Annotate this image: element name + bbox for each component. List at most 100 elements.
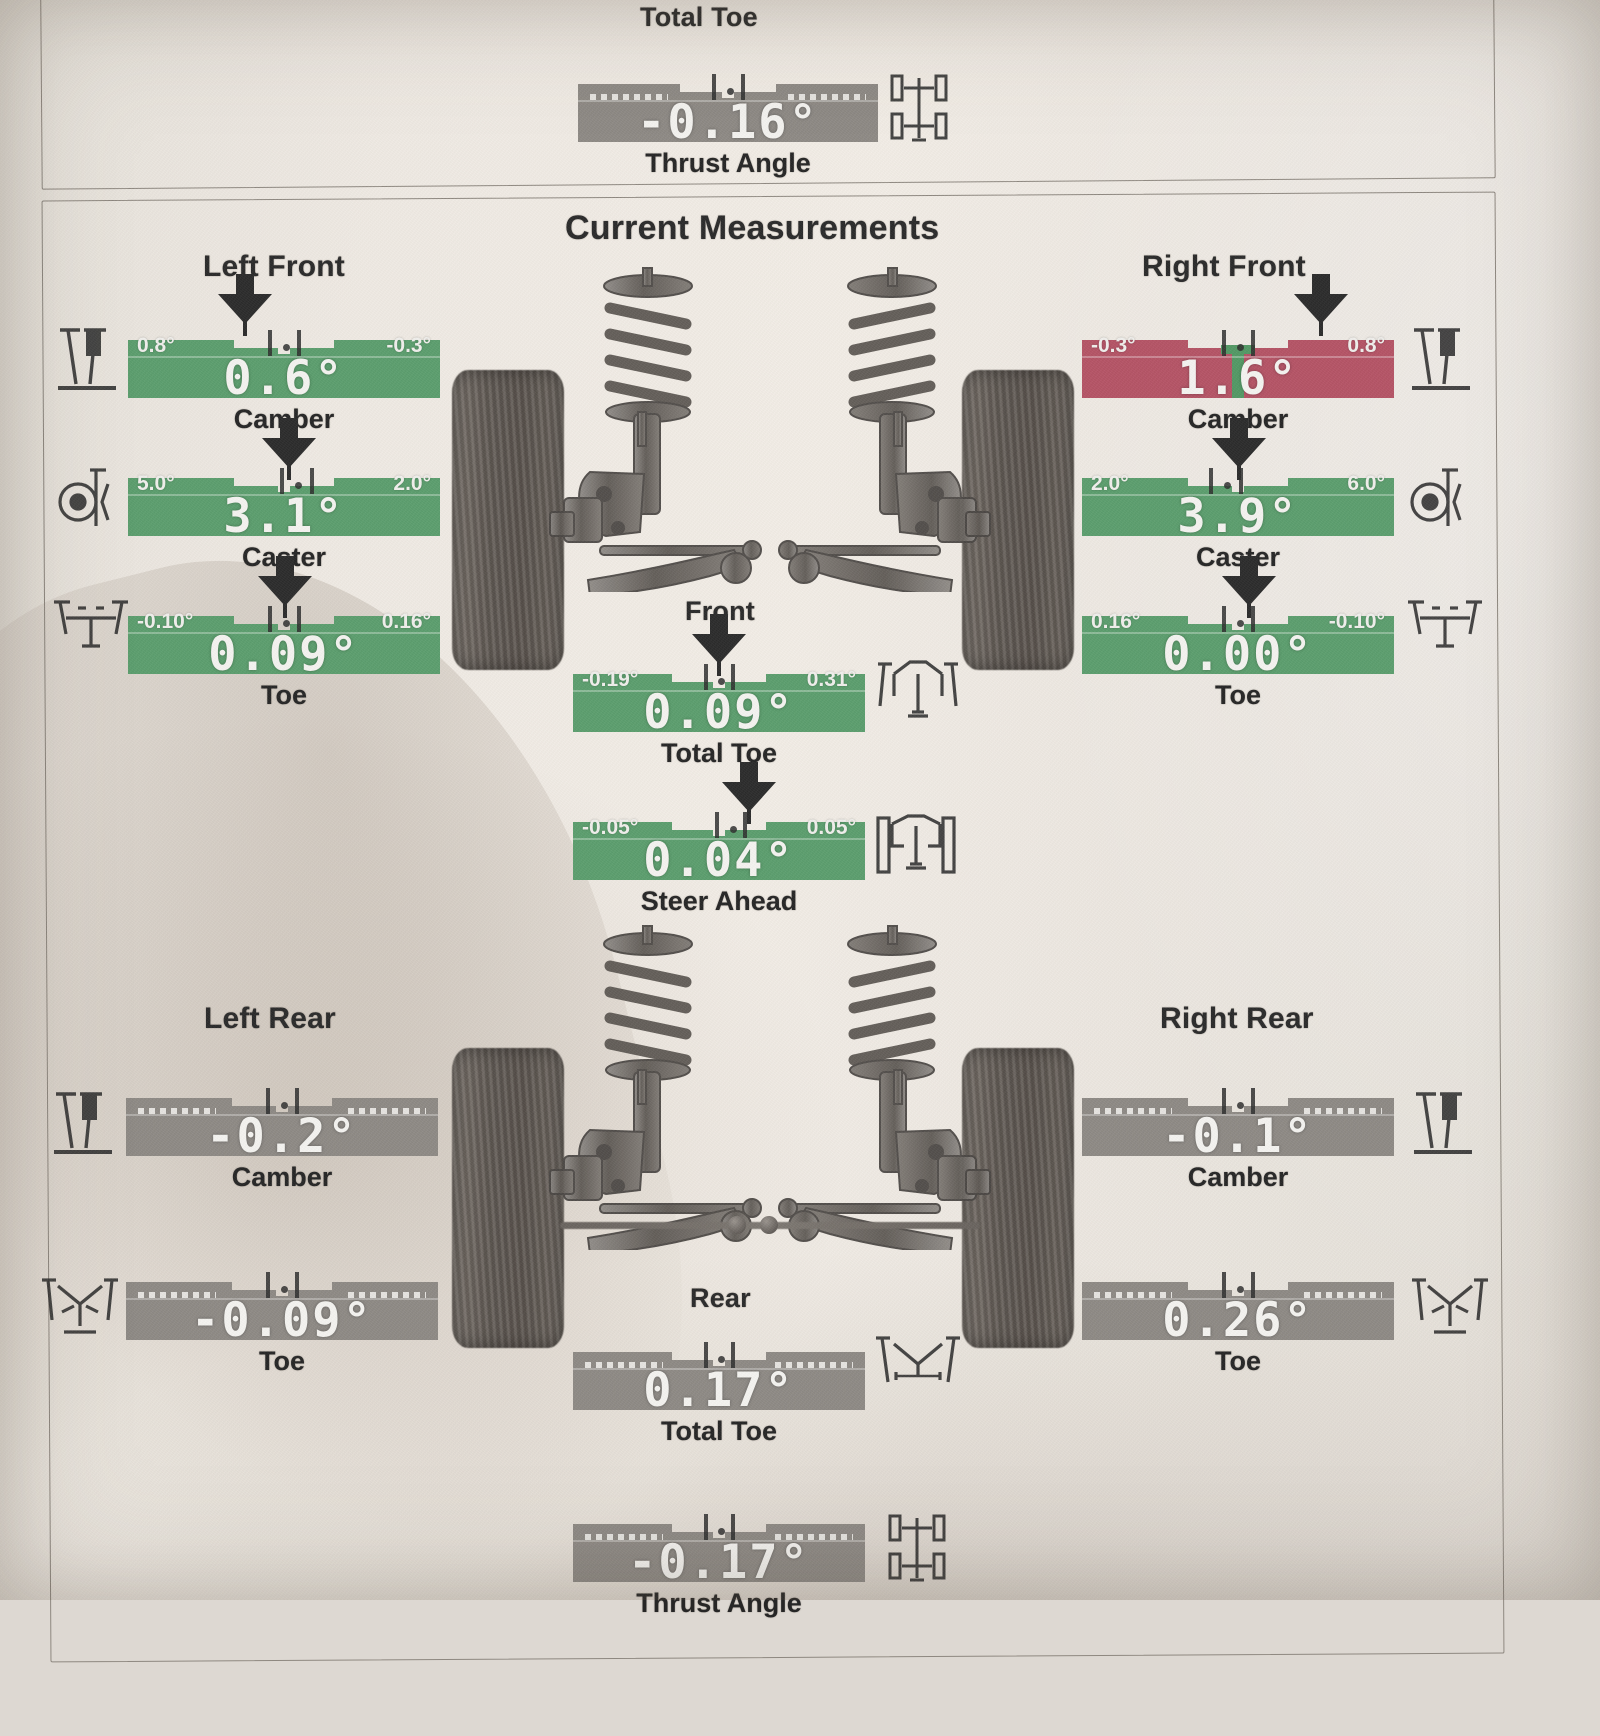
bar-hairline bbox=[1082, 356, 1394, 358]
caster-icon bbox=[1408, 462, 1474, 532]
bar-segment-ml bbox=[234, 624, 278, 674]
bar-hairline bbox=[126, 1114, 438, 1116]
bar-segment-r bbox=[1287, 340, 1394, 398]
bar-segment-l bbox=[1082, 1282, 1189, 1340]
total-toe-front-icon bbox=[876, 654, 960, 732]
measurement-caption: Toe bbox=[259, 1346, 305, 1376]
bar-hairline bbox=[573, 838, 865, 840]
rear-right-suspension-illustration bbox=[760, 920, 1010, 1256]
bar-segment-c bbox=[277, 630, 291, 674]
arrow-stem bbox=[1240, 556, 1258, 578]
value-pointer-arrow bbox=[258, 556, 312, 618]
center-tick-left bbox=[267, 606, 272, 632]
rear-total-toe-icon bbox=[874, 1330, 962, 1404]
bar-segment-r bbox=[333, 616, 440, 674]
measurement-total-toe-front: -0.19°0.31°0.09°Total Toe bbox=[573, 662, 865, 768]
bar-segment-l bbox=[1082, 1098, 1189, 1156]
bar-segment-mr bbox=[724, 830, 766, 880]
spec-tick-marks-left bbox=[1094, 1108, 1172, 1114]
bar-segment-ml bbox=[672, 830, 714, 880]
arrow-tip bbox=[1319, 320, 1323, 336]
arrow-tip bbox=[243, 320, 247, 336]
bar-hairline bbox=[573, 690, 865, 692]
bar-segment-l bbox=[573, 1524, 673, 1582]
right-front-label: Right Front bbox=[1142, 250, 1306, 283]
rear-right-tire bbox=[962, 1048, 1074, 1348]
rear-left-suspension-illustration bbox=[530, 920, 780, 1256]
bar-segment-r bbox=[1287, 1282, 1394, 1340]
spec-high-label: -0.10° bbox=[1328, 610, 1385, 633]
measurement-caption: Thrust Angle bbox=[636, 1588, 802, 1618]
measurement-caption: Toe bbox=[1215, 680, 1261, 710]
center-tick-right bbox=[1251, 330, 1256, 356]
measurement-caption: Total Toe bbox=[661, 738, 777, 768]
spec-tick-marks-right bbox=[775, 1362, 853, 1368]
center-dot bbox=[717, 1356, 725, 1363]
measurement-toe-rr: 0.26°Toe bbox=[1082, 1270, 1394, 1376]
bar-segment-ml bbox=[1188, 624, 1232, 674]
bar-segment-l bbox=[128, 340, 235, 398]
bar-segment-c bbox=[1231, 1296, 1245, 1340]
center-dot bbox=[717, 678, 725, 685]
bar-segment-l bbox=[126, 1098, 233, 1156]
arrow-stem bbox=[276, 556, 294, 578]
measurement-bar: -0.19°0.31°0.09° bbox=[573, 662, 865, 736]
center-tick-right bbox=[731, 1342, 736, 1368]
center-dot bbox=[280, 1102, 288, 1109]
center-tick-left bbox=[703, 1514, 708, 1540]
bar-segment-r bbox=[1287, 1098, 1394, 1156]
bar-segment-r bbox=[765, 1352, 865, 1410]
spec-high-label: 0.16° bbox=[381, 610, 431, 633]
center-dot bbox=[282, 620, 290, 627]
bar-segment-ml bbox=[1188, 486, 1232, 536]
camber-icon bbox=[56, 318, 118, 392]
rear-axle-label: Rear bbox=[690, 1283, 751, 1313]
spec-low-label: -0.10° bbox=[137, 610, 194, 633]
center-tick-left bbox=[712, 74, 717, 100]
arrow-head bbox=[1294, 294, 1348, 324]
bar-hairline bbox=[128, 494, 440, 496]
bar-segment-mr bbox=[1244, 624, 1288, 674]
bar-segment-l bbox=[1082, 478, 1189, 536]
spec-high-label: 0.8° bbox=[1347, 334, 1385, 357]
center-tick-right bbox=[1251, 606, 1256, 632]
center-dot bbox=[280, 1286, 288, 1293]
bar-segment-r bbox=[333, 478, 440, 536]
bar-segment-l bbox=[578, 84, 680, 142]
rear-left-tire bbox=[452, 1048, 564, 1348]
center-tick-right bbox=[740, 74, 745, 100]
bar-segment-r bbox=[331, 1098, 438, 1156]
bar-segment-ml bbox=[232, 1290, 276, 1340]
left-front-label: Left Front bbox=[203, 250, 345, 283]
bar-segment-ml bbox=[1188, 1290, 1232, 1340]
bar-segment-l bbox=[128, 616, 235, 674]
camber-icon bbox=[52, 1082, 114, 1156]
measurement-caster-lf: 5.0°2.0°3.1°Caster bbox=[128, 466, 440, 572]
bar-segment-mr bbox=[290, 624, 334, 674]
bar-segment-ml bbox=[232, 1106, 276, 1156]
bar-segment-l bbox=[573, 1352, 673, 1410]
right-rear-label: Right Rear bbox=[1160, 1002, 1314, 1035]
arrow-stem bbox=[280, 418, 298, 440]
arrow-head bbox=[258, 576, 312, 606]
value-pointer-arrow bbox=[692, 614, 746, 676]
spec-high-label: 6.0° bbox=[1347, 472, 1385, 495]
center-tick-right bbox=[742, 812, 747, 838]
center-dot bbox=[1236, 1102, 1244, 1109]
bar-segment-l bbox=[1082, 616, 1189, 674]
measurement-bar: -0.17° bbox=[573, 1512, 865, 1586]
center-tick-right bbox=[731, 664, 736, 690]
spec-high-label: 0.31° bbox=[806, 668, 856, 691]
center-tick-left bbox=[1221, 606, 1226, 632]
measurement-bar: 5.0°2.0°3.1° bbox=[128, 466, 440, 540]
center-tick-left bbox=[1209, 468, 1214, 494]
bar-segment-ml bbox=[680, 92, 722, 142]
measurement-caption: Camber bbox=[1187, 1162, 1289, 1192]
measurement-caption: Steer Ahead bbox=[640, 886, 798, 916]
spec-tick-marks-right bbox=[788, 94, 866, 100]
measurement-thrust-angle-rear: -0.17°Thrust Angle bbox=[573, 1512, 865, 1618]
spec-low-label: -0.05° bbox=[582, 816, 639, 839]
bar-hairline bbox=[1082, 632, 1394, 634]
bar-segment-r bbox=[1287, 616, 1394, 674]
center-dot bbox=[1224, 482, 1232, 489]
